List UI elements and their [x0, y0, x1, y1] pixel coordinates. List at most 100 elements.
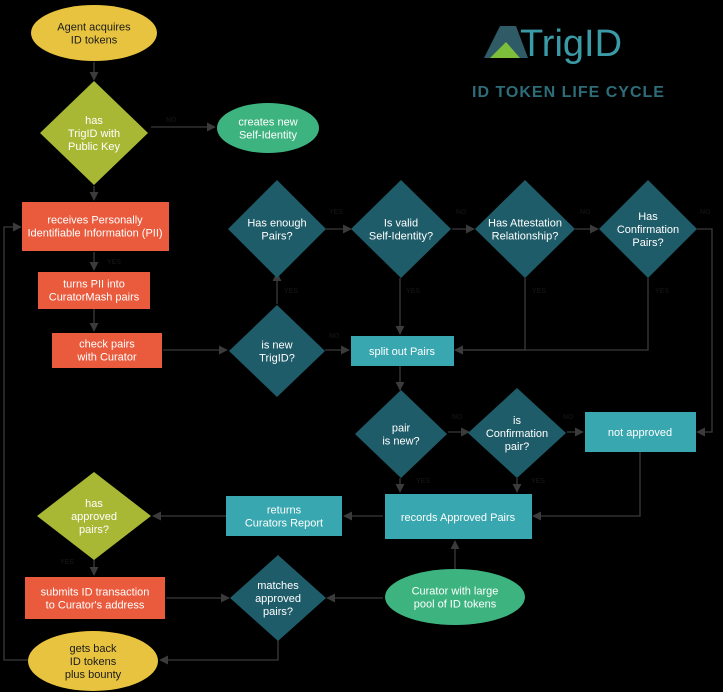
node-text-line: receives Personally	[47, 215, 143, 227]
trigid-logo-mark-icon	[484, 26, 528, 58]
node-text-line: creates new	[238, 117, 297, 129]
node-text-line: approved	[255, 593, 301, 605]
node-text-line: plus bounty	[65, 669, 122, 681]
label-attest-yes: YES	[532, 288, 546, 295]
edge-attest-to-split	[454, 278, 526, 355]
node-text-line: Has	[638, 211, 658, 223]
node-text-line: Relationship?	[492, 231, 559, 243]
node-text-line: TrigID with	[68, 128, 120, 140]
edge-labels: NO YES YES NO NO NO YES YES YES YES NO N…	[60, 117, 711, 566]
node-text-line: Has enough	[247, 218, 306, 230]
svg-text:split out Pairs: split out Pairs	[369, 346, 436, 358]
node-text-line: turns PII into	[63, 279, 125, 291]
node-text-line: records Approved Pairs	[401, 512, 516, 524]
label-attest-no: NO	[580, 209, 591, 216]
node-text-line: is	[513, 415, 521, 427]
node-text-line: check pairs	[79, 339, 135, 351]
node-text-line: has	[85, 498, 103, 510]
node-text-line: Confirmation	[617, 224, 679, 236]
label-turnspii-yes: YES	[107, 259, 121, 266]
edge-conf-to-split	[454, 278, 649, 355]
svg-text:not approved: not approved	[608, 427, 672, 439]
connectors	[3, 62, 713, 665]
label-pairnew-yes: YES	[416, 478, 430, 485]
node-text-line: ID tokens	[70, 656, 117, 668]
label-newtrigid-no: NO	[329, 333, 340, 340]
label-hasapproved-yes: YES	[60, 559, 74, 566]
node-text-line: submits ID transaction	[41, 587, 150, 599]
node-text-line: is new?	[382, 436, 419, 448]
label-conf-yes: YES	[655, 288, 669, 295]
diagram-subtitle: ID TOKEN LIFE CYCLE	[472, 84, 665, 101]
node-text-line: approved	[71, 511, 117, 523]
node-not-approved: not approved	[585, 412, 696, 452]
edge-notapproved-to-records	[532, 452, 641, 521]
node-text-line: pairs?	[79, 524, 109, 536]
label-hastrigid-no: NO	[166, 117, 177, 124]
label-conf-no: NO	[700, 209, 711, 216]
node-text-line: Confirmation	[486, 428, 548, 440]
label-pairnew-no: NO	[452, 414, 463, 421]
node-text-line: Curator with large	[412, 586, 499, 598]
node-text-line: pool of ID tokens	[414, 599, 497, 611]
node-text-line: has	[85, 115, 103, 127]
node-text-line: Identifiable Information (PII)	[27, 228, 162, 240]
node-text-line: pairs?	[263, 606, 293, 618]
node-text-line: gets back	[69, 643, 117, 655]
node-text-line: returns	[267, 505, 302, 517]
node-text-line: Is valid	[384, 218, 418, 230]
node-text-line: CuratorMash pairs	[49, 292, 140, 304]
brand-name: TrigID	[520, 23, 622, 65]
node-text-line: Curators Report	[245, 518, 323, 530]
node-text-line: Has Attestation	[488, 218, 562, 230]
edge-conf-to-notapproved	[696, 228, 713, 437]
label-enough-yes: YES	[329, 209, 343, 216]
trigid-logo: TrigID	[484, 23, 622, 65]
node-text-line: Agent acquires	[57, 22, 131, 34]
node-text-line: pair?	[505, 441, 529, 453]
node-split-pairs: split out Pairs	[351, 336, 454, 366]
node-text-line: Self-Identity	[239, 130, 298, 142]
node-records-pairs: records Approved Pairs	[385, 494, 532, 539]
label-confpair-yes: YES	[531, 478, 545, 485]
label-newtrigid-yes: YES	[284, 288, 298, 295]
node-text-line: Self-Identity?	[369, 231, 433, 243]
node-text-line: with Curator	[76, 352, 137, 364]
node-text-line: is new	[261, 340, 292, 352]
node-text-line: Pairs?	[261, 231, 292, 243]
label-valid-no: NO	[456, 209, 467, 216]
label-valid-yes: YES	[406, 288, 420, 295]
edge-matches-to-getsback	[159, 640, 279, 665]
